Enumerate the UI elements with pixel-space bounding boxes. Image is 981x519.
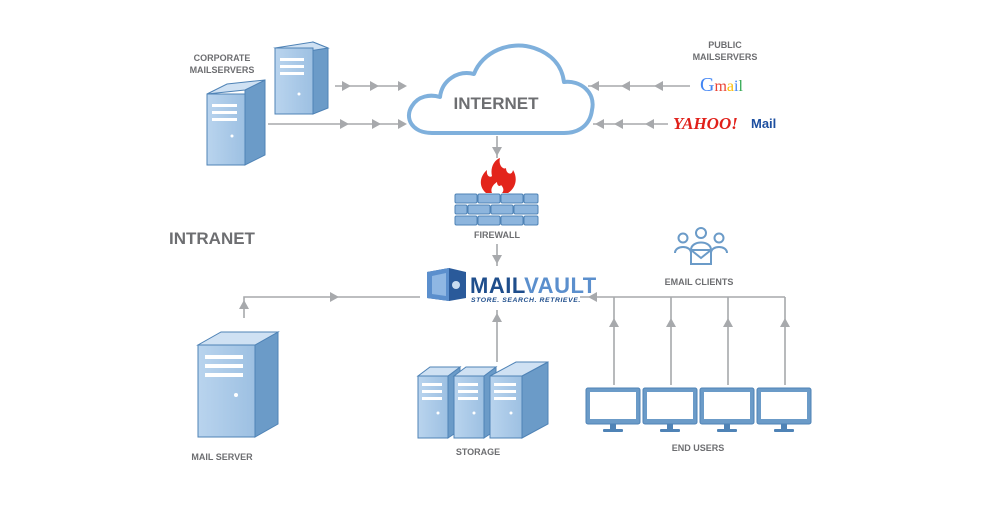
gmail-letter: a <box>727 78 734 95</box>
gmail-letter: m <box>714 78 727 95</box>
intranet-label: INTRANET <box>169 229 256 248</box>
arrow-head <box>330 292 339 302</box>
arrow-head <box>492 313 502 322</box>
end-user-monitor-icon <box>585 387 641 432</box>
arrow-head <box>595 119 604 129</box>
arrow-head <box>340 119 349 129</box>
mail-server-icon <box>196 331 280 438</box>
arrow-head <box>654 81 663 91</box>
storage-label: STORAGE <box>456 447 500 457</box>
internet-cloud-icon: INTERNET <box>406 43 595 135</box>
firewall-icon <box>454 158 539 226</box>
storage-server-icon <box>489 361 549 439</box>
mailvault-brand-right: VAULT <box>524 273 597 298</box>
yahoo-mail-label: Mail <box>751 116 776 131</box>
gmail-letter: l <box>738 78 743 95</box>
end-users-monitors <box>585 387 812 432</box>
mail-server-label: MAIL SERVER <box>191 452 253 462</box>
firewall-to-mailvault-arrow <box>492 244 502 266</box>
gmail-letter: i <box>734 78 739 95</box>
gmail-letter: G <box>700 74 714 96</box>
yahoo-logo: YAHOO! <box>673 114 738 133</box>
mailvault-tagline: STORE. SEARCH. RETRIEVE. <box>471 297 581 304</box>
arrow-head <box>780 318 790 327</box>
corporate-server-back-icon <box>273 41 330 115</box>
arrow-head <box>614 119 623 129</box>
arrow-head <box>492 255 502 264</box>
arrow-head <box>723 318 733 327</box>
mailvault-vault-icon <box>427 268 466 301</box>
mailvault-logo: MAILVAULT STORE. SEARCH. RETRIEVE. <box>427 268 597 304</box>
arrow-head <box>588 292 597 302</box>
endusers-to-mailvault-arrows <box>580 292 790 385</box>
firewall-label: FIREWALL <box>474 230 520 240</box>
mailvault-to-mailserver-arrows <box>239 292 420 318</box>
arrow-head <box>492 147 502 156</box>
arrow-head <box>398 81 407 91</box>
corporate-label-line1: CORPORATE <box>194 53 251 63</box>
arrow-head <box>621 81 630 91</box>
corporate-label-line2: MAILSERVERS <box>190 65 255 75</box>
storage-servers-icon <box>416 361 549 439</box>
public-label-line2: MAILSERVERS <box>693 52 758 62</box>
corporate-to-internet-arrows <box>268 81 407 129</box>
corporate-mailservers-group: CORPORATE MAILSERVERS <box>190 41 330 166</box>
email-clients-icon <box>674 227 728 265</box>
arrow-head <box>666 318 676 327</box>
arrow-head <box>590 81 599 91</box>
arrow-head <box>645 119 654 129</box>
email-clients-label: EMAIL CLIENTS <box>665 277 734 287</box>
gmail-logo: Gmail <box>700 74 743 96</box>
public-to-internet-arrows <box>588 81 690 129</box>
corporate-server-front-icon <box>206 79 266 166</box>
end-user-monitor-icon <box>699 387 755 432</box>
internet-to-firewall-arrow <box>492 136 502 158</box>
arrow-head <box>370 81 379 91</box>
public-mailservers-group: PUBLIC MAILSERVERS Gmail YAHOO! Mail <box>673 40 776 133</box>
internet-label: INTERNET <box>454 94 540 113</box>
end-users-label: END USERS <box>672 443 725 453</box>
mailvault-brand-left: MAIL <box>470 273 525 298</box>
arrow-line <box>243 296 420 318</box>
arrow-head <box>609 318 619 327</box>
arrow-head <box>239 300 249 309</box>
arrow-head <box>342 81 351 91</box>
arrow-head <box>398 119 407 129</box>
end-user-monitor-icon <box>642 387 698 432</box>
storage-to-mailvault-arrow <box>492 310 502 362</box>
mailvault-brand: MAILVAULT <box>470 273 597 298</box>
arrow-head <box>372 119 381 129</box>
end-user-monitor-icon <box>756 387 812 432</box>
public-label-line1: PUBLIC <box>708 40 742 50</box>
